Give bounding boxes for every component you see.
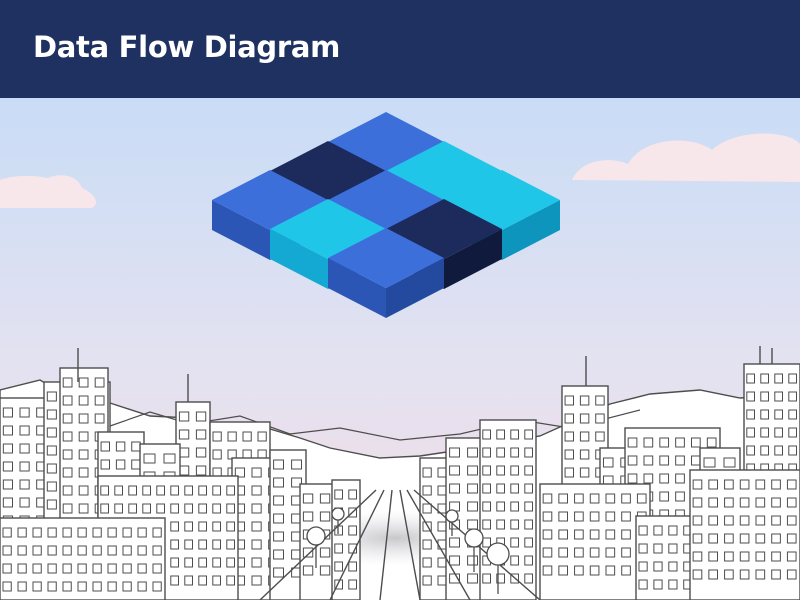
city-diagram-illustration (0, 98, 800, 600)
tree-icon (331, 507, 345, 521)
building (0, 517, 166, 600)
street-trees (306, 507, 510, 594)
header-bar: Data Flow Diagram (0, 0, 800, 98)
tree-icon (445, 509, 459, 523)
cloud-icon (0, 175, 97, 208)
building (539, 483, 651, 600)
cloud-icon (572, 133, 800, 182)
building (479, 419, 537, 600)
flow-blocks (212, 112, 560, 318)
page-title: Data Flow Diagram (33, 30, 341, 64)
building (689, 469, 800, 600)
city-buildings (0, 346, 800, 600)
data-block-b9 (328, 228, 444, 318)
building (331, 479, 361, 600)
tree-icon (486, 542, 510, 566)
tree-icon (464, 528, 484, 548)
tree-icon (306, 526, 326, 546)
